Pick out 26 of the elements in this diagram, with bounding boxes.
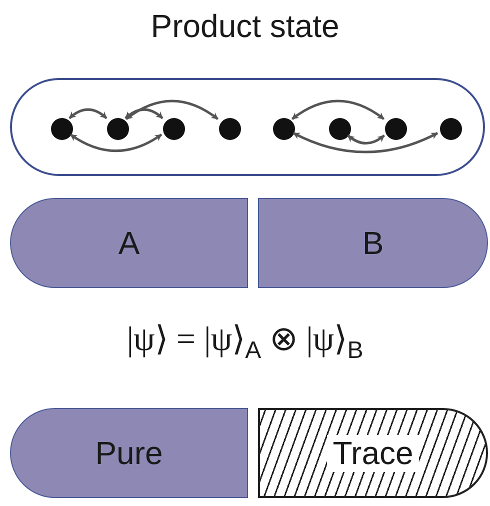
region-label: Trace [326,434,420,472]
dot [329,118,351,140]
dot [163,118,185,140]
region-label: Pure [95,434,163,472]
title: Product state [150,8,340,45]
double-headed-arrow [125,100,219,120]
dot [107,118,129,140]
double-headed-arrow [347,134,385,144]
dot [273,118,295,140]
dot [385,118,407,140]
state-equation: |ψ⟩ = |ψ⟩$_{A}$ ⊗ |ψ⟩$_{B}$ [126,320,364,365]
dot [219,118,241,140]
region-label: B [362,224,384,262]
dot [51,118,73,140]
double-headed-arrow [124,108,164,120]
pill-outline [10,78,485,176]
double-headed-arrow [70,134,162,152]
region-label: A [118,224,140,262]
double-headed-arrow [291,100,385,120]
hatched-subsystem-shape [258,408,488,498]
double-headed-arrow [68,108,108,120]
subsystem-shape [258,198,488,288]
double-headed-arrow [292,132,438,154]
dot [440,118,462,140]
subsystem-shape [10,198,248,288]
subsystem-shape [10,408,248,498]
